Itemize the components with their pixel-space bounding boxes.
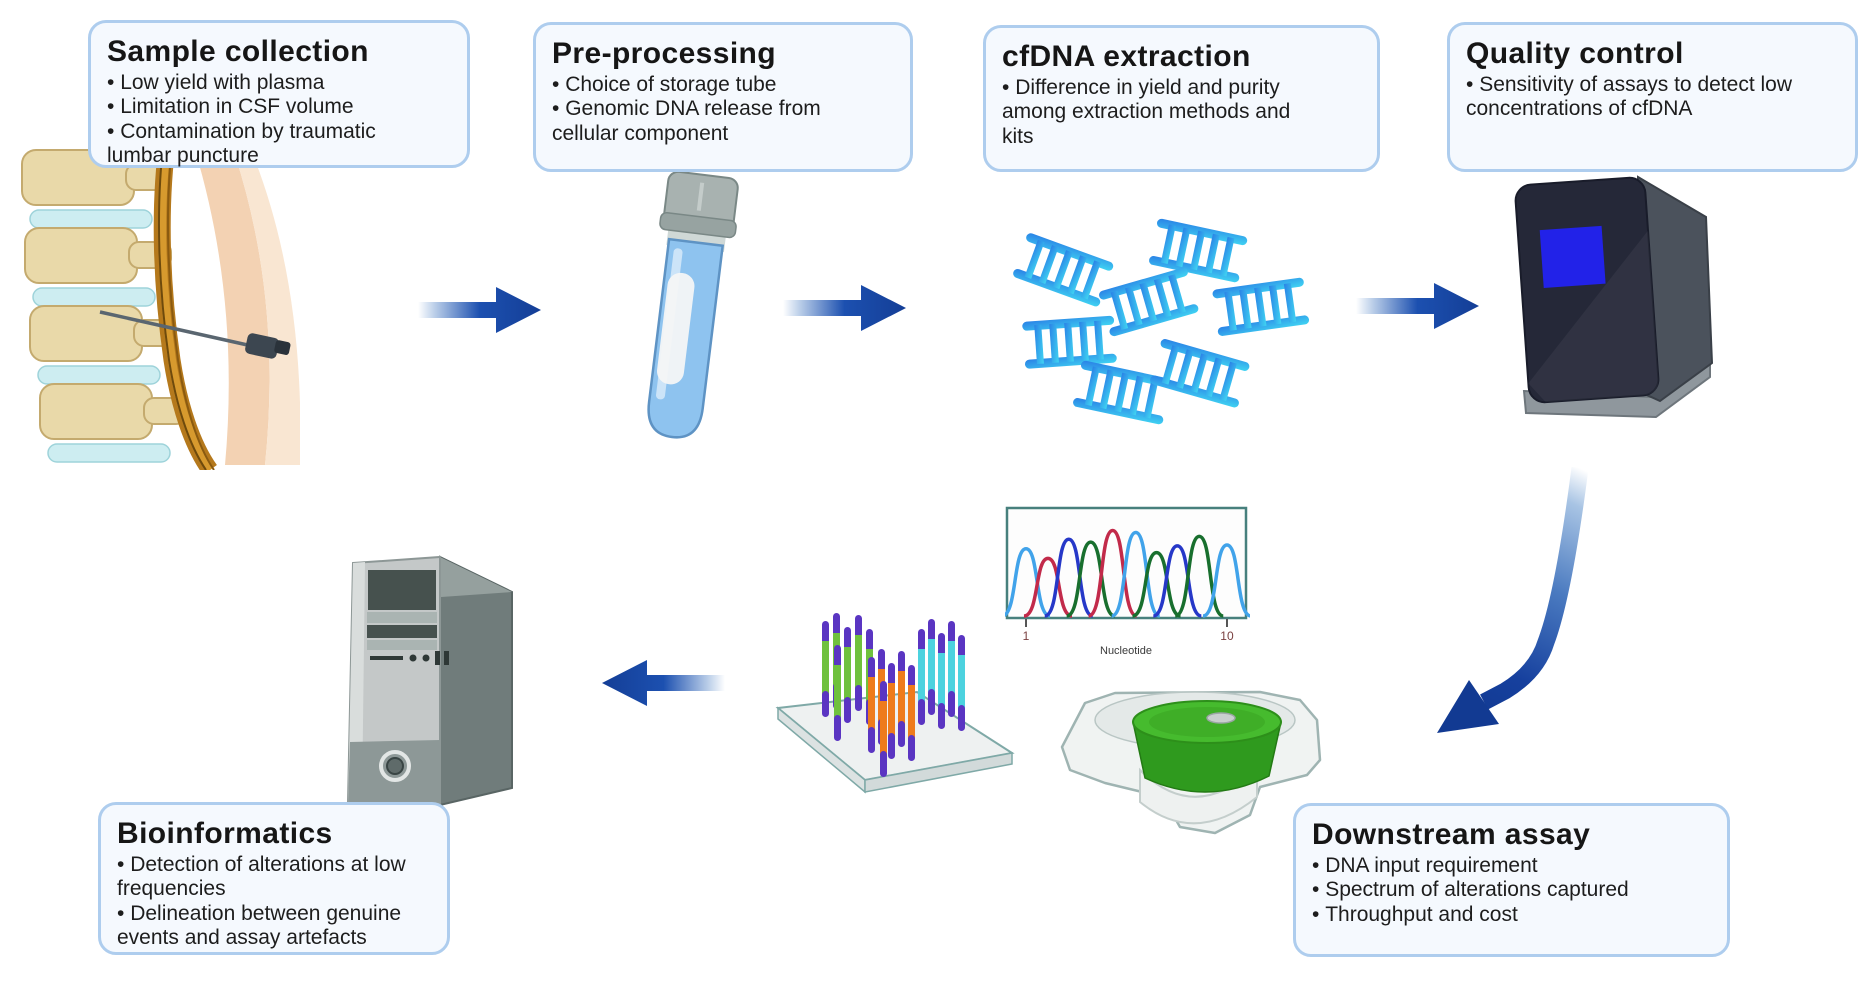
bullet-item: Genomic DNA release from cellular compon…	[552, 97, 872, 146]
step-title-downstream-assay: Downstream assay	[1312, 818, 1591, 851]
x-axis-label: Nucleotide	[1100, 645, 1152, 657]
trace-peaks	[1005, 528, 1250, 618]
sequencer-illustration	[1060, 690, 1322, 835]
x-tick-label-10: 10	[1220, 629, 1234, 643]
flow-cell-clusters-illustration	[775, 613, 1015, 794]
bullet-item: DNA input requirement	[1312, 854, 1702, 878]
instrument-front	[1514, 176, 1660, 404]
flow-arrow-right-2	[783, 285, 906, 331]
puncture-needle	[99, 310, 291, 359]
sequencing-trace-plot: 1 10 Nucleotide	[1005, 506, 1250, 658]
step-title-cfdna-extraction: cfDNA extraction	[1002, 40, 1251, 73]
flow-arrow-right-3	[1356, 283, 1479, 329]
flow-arrow-right-1	[418, 287, 541, 333]
bullet-item: Throughput and cost	[1312, 903, 1702, 927]
sequencer-green-drum	[1132, 700, 1282, 793]
bullet-item: Difference in yield and purity among ext…	[1002, 76, 1317, 149]
skin-band	[195, 150, 270, 465]
flow-arrow-down-left	[1437, 466, 1589, 733]
step-title-pre-processing: Pre-processing	[552, 37, 777, 70]
sequencer-slot	[1206, 712, 1236, 724]
bullet-item: Spectrum of alterations captured	[1312, 878, 1702, 902]
step-box-pre-processing: Pre-processing Choice of storage tube Ge…	[533, 22, 913, 172]
step-box-bioinformatics: Bioinformatics Detection of alterations …	[98, 802, 450, 955]
step-box-sample-collection: Sample collection Low yield with plasma …	[88, 20, 470, 168]
bullet-item: Low yield with plasma	[107, 71, 437, 95]
instrument-screen	[1539, 225, 1606, 289]
x-tick-label-1: 1	[1023, 629, 1030, 643]
step-box-downstream-assay: Downstream assay DNA input requirement S…	[1293, 803, 1730, 957]
drive-bay	[368, 570, 436, 610]
front-ports	[370, 651, 449, 665]
step-title-bioinformatics: Bioinformatics	[117, 817, 333, 850]
bullet-item: Choice of storage tube	[552, 73, 872, 97]
bullet-item: Limitation in CSF volume	[107, 95, 437, 119]
spinal-cord	[153, 136, 218, 470]
bullet-item: Detection of alterations at low frequenc…	[117, 853, 431, 902]
collection-tube-illustration	[647, 170, 739, 439]
step-title-sample-collection: Sample collection	[107, 35, 369, 68]
step-title-quality-control: Quality control	[1466, 37, 1684, 70]
step-box-quality-control: Quality control Sensitivity of assays to…	[1447, 22, 1858, 172]
computer-tower-illustration	[346, 555, 513, 807]
dna-fragments-illustration	[1011, 218, 1310, 425]
step-box-cfdna-extraction: cfDNA extraction Difference in yield and…	[983, 25, 1380, 172]
bullet-item: Contamination by traumatic lumbar punctu…	[107, 120, 437, 169]
spine-with-needle-illustration	[21, 136, 300, 470]
tube-label	[656, 272, 695, 385]
power-button	[379, 750, 411, 782]
bullet-item: Sensitivity of assays to detect low conc…	[1466, 73, 1796, 122]
bullet-item: Delineation between genuine events and a…	[117, 902, 431, 951]
flow-arrow-left	[602, 660, 725, 706]
qc-instrument-illustration	[1514, 175, 1714, 419]
